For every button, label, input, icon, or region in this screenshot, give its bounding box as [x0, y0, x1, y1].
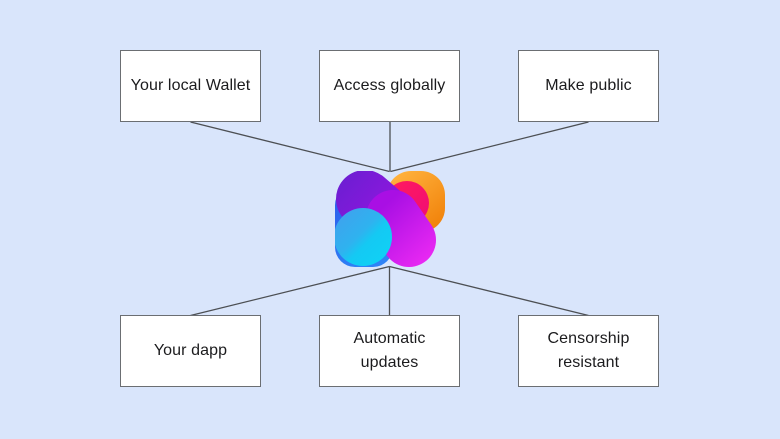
node-your-dapp: Your dapp: [120, 315, 261, 387]
node-label: Automatic updates: [353, 330, 426, 371]
node-access-globally: Access globally: [319, 50, 460, 122]
node-label: Your local Wallet: [130, 77, 251, 94]
connector-bottom-right: [389, 265, 589, 317]
logo-cyan-circle: [334, 208, 392, 266]
node-automatic-updates: Automatic updates: [319, 315, 460, 387]
connector-top-right: [390, 121, 589, 173]
node-your-local-wallet: Your local Wallet: [120, 50, 261, 122]
node-label: Access globally: [333, 77, 446, 94]
node-make-public: Make public: [518, 50, 659, 122]
connector-bottom-left: [190, 265, 390, 317]
logo-magenta-capsule: [366, 190, 436, 267]
node-label: Make public: [545, 77, 632, 94]
connector-top-left: [190, 121, 390, 173]
logo-shapes: [334, 170, 445, 267]
node-censorship-resistant: Censorship resistant: [518, 315, 659, 387]
colorful-dapp-logo-icon: [334, 170, 445, 267]
node-label: Your dapp: [153, 342, 228, 359]
node-label: Censorship resistant: [547, 330, 630, 371]
